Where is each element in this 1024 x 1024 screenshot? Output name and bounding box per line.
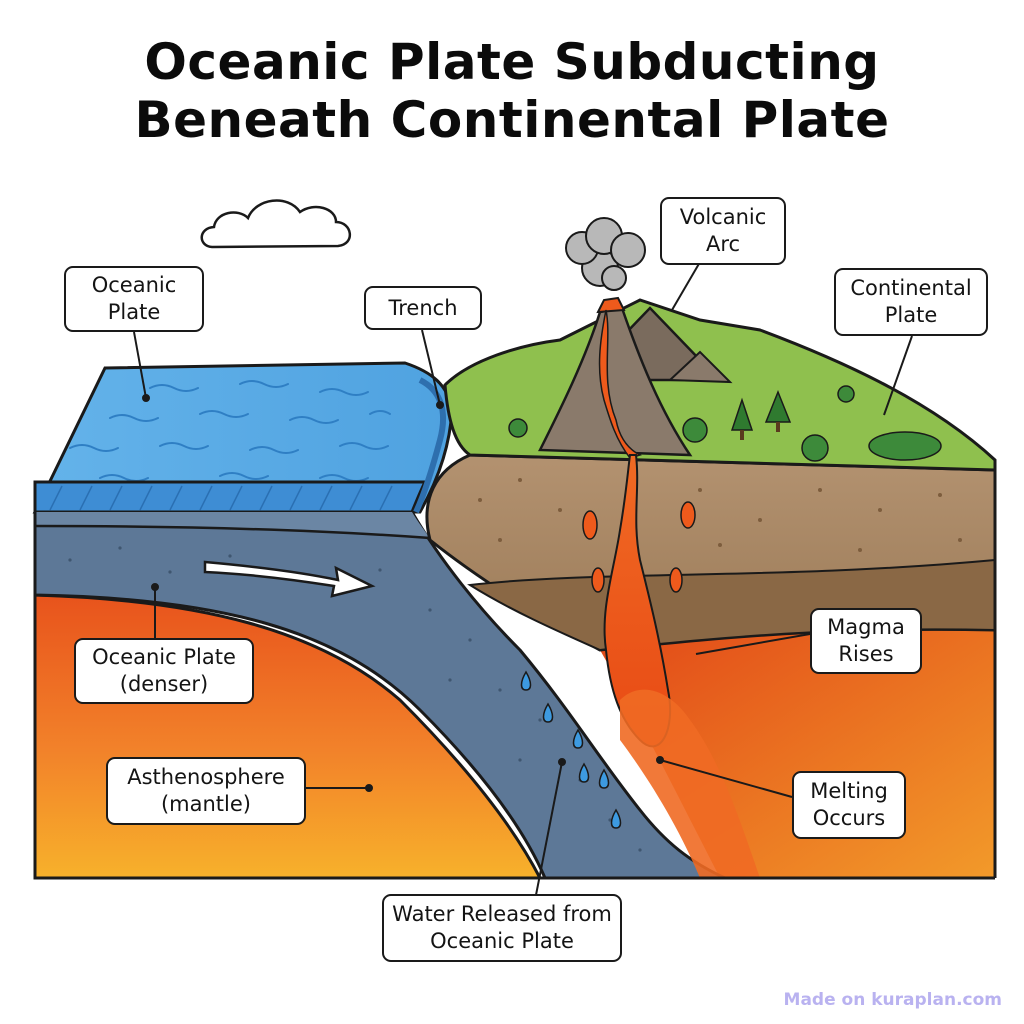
label-oceanic-plate-line-1: Oceanic xyxy=(91,273,177,297)
volcano-smoke xyxy=(565,217,646,291)
volcano-small xyxy=(667,350,733,384)
label-volcanic-arc-line-2: Arc xyxy=(705,232,741,256)
ocean-water-front xyxy=(33,480,428,514)
label-trench: Trench xyxy=(364,286,482,330)
label-melting-occurs-line-2: Occurs xyxy=(812,806,886,830)
label-continental-plate: Continental Plate xyxy=(834,268,988,336)
label-trench-line-1: Trench xyxy=(388,295,458,320)
label-volcanic-arc-line-1: Volcanic xyxy=(679,205,767,229)
lava-vent xyxy=(596,296,626,314)
label-oceanic-plate-denser-line-1: Oceanic Plate xyxy=(92,645,236,669)
label-continental-plate-line-1: Continental xyxy=(850,276,972,300)
coastline xyxy=(413,377,447,514)
label-magma-rises-line-2: Rises xyxy=(838,642,894,666)
label-water-released-line-2: Oceanic Plate xyxy=(430,929,574,953)
watermark: Made on kuraplan.com xyxy=(783,990,1002,1010)
label-water-released-line-1: Water Released from xyxy=(392,902,612,926)
ocean-water-hatch xyxy=(49,485,393,511)
label-water-released: Water Released from Oceanic Plate xyxy=(382,894,622,962)
trees xyxy=(508,385,942,462)
page-title-line-2: Beneath Continental Plate xyxy=(134,91,890,149)
slab-texture xyxy=(68,546,642,852)
label-magma-rises-line-1: Magma xyxy=(827,615,905,639)
label-melting-occurs-line-1: Melting xyxy=(810,779,888,803)
ocean-waves xyxy=(69,380,391,482)
label-oceanic-plate: Oceanic Plate xyxy=(64,266,204,332)
label-magma-rises: Magma Rises xyxy=(810,608,922,674)
crust-texture xyxy=(478,478,962,552)
label-asthenosphere-line-1: Asthenosphere xyxy=(127,765,285,789)
label-asthenosphere-line-2: (mantle) xyxy=(160,792,251,816)
label-continental-plate-line-2: Plate xyxy=(884,303,938,327)
label-volcanic-arc: Volcanic Arc xyxy=(660,197,786,265)
subduction-arrow xyxy=(203,560,376,598)
label-oceanic-plate-line-2: Plate xyxy=(107,300,161,324)
label-asthenosphere: Asthenosphere (mantle) xyxy=(106,757,306,825)
magma-blobs xyxy=(582,501,696,593)
melting-zone xyxy=(620,689,760,878)
label-melting-occurs: Melting Occurs xyxy=(792,771,906,839)
water-droplets xyxy=(520,670,622,829)
page-title-line-1: Oceanic Plate Subducting xyxy=(144,33,880,91)
label-oceanic-plate-denser: Oceanic Plate (denser) xyxy=(74,638,254,704)
label-oceanic-plate-denser-line-2: (denser) xyxy=(119,672,209,696)
cloud xyxy=(200,199,351,249)
leader-lines xyxy=(133,261,913,896)
